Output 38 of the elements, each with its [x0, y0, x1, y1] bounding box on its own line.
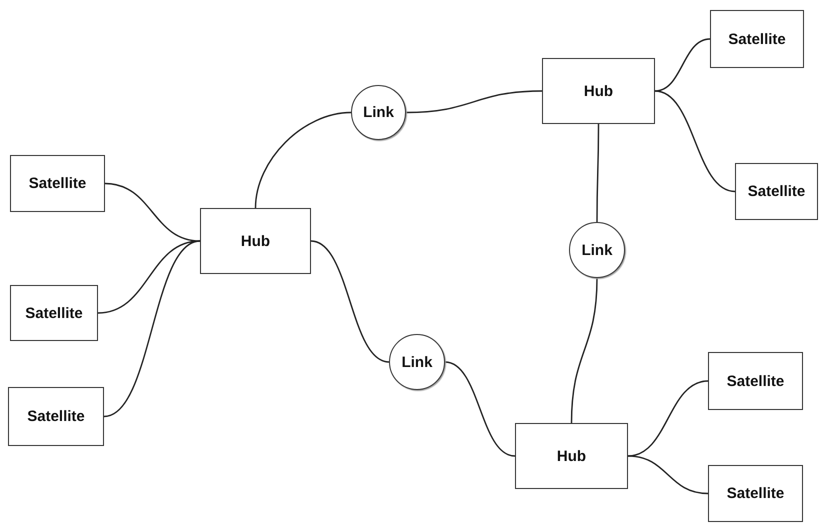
node-label: Satellite	[27, 408, 85, 425]
connector	[104, 240, 200, 418]
connector	[628, 455, 708, 494]
connector	[654, 38, 710, 92]
node-label: Satellite	[728, 30, 786, 48]
connector	[596, 124, 600, 222]
node-label: Link	[402, 354, 432, 370]
link-circle	[351, 85, 406, 140]
node-label: Hub	[240, 232, 270, 250]
node-box	[735, 163, 818, 220]
node-label: Link	[582, 242, 612, 258]
link-circle	[389, 334, 445, 390]
node-box	[710, 10, 804, 68]
node-box	[8, 387, 104, 446]
link-circle	[569, 222, 625, 278]
node-box	[708, 465, 803, 522]
node-label: Hub	[556, 448, 586, 464]
node-label: Satellite	[748, 183, 806, 200]
node-box	[708, 352, 803, 410]
node-box	[542, 58, 655, 124]
node-label: Hub	[584, 82, 614, 100]
node-label: Satellite	[726, 485, 784, 502]
node-box	[10, 285, 98, 341]
node-label: Satellite	[726, 372, 784, 390]
node-box	[10, 155, 105, 212]
connector	[406, 90, 542, 114]
connector	[570, 278, 598, 424]
node-box	[515, 423, 628, 489]
node-label: Satellite	[28, 175, 86, 192]
node-label: Satellite	[25, 304, 83, 322]
connector	[310, 240, 390, 363]
connector	[254, 112, 352, 208]
connector	[654, 90, 736, 192]
connector	[444, 361, 516, 457]
node-label: Link	[363, 104, 394, 121]
connector	[628, 380, 708, 457]
connector	[104, 182, 200, 242]
node-box	[200, 208, 311, 274]
